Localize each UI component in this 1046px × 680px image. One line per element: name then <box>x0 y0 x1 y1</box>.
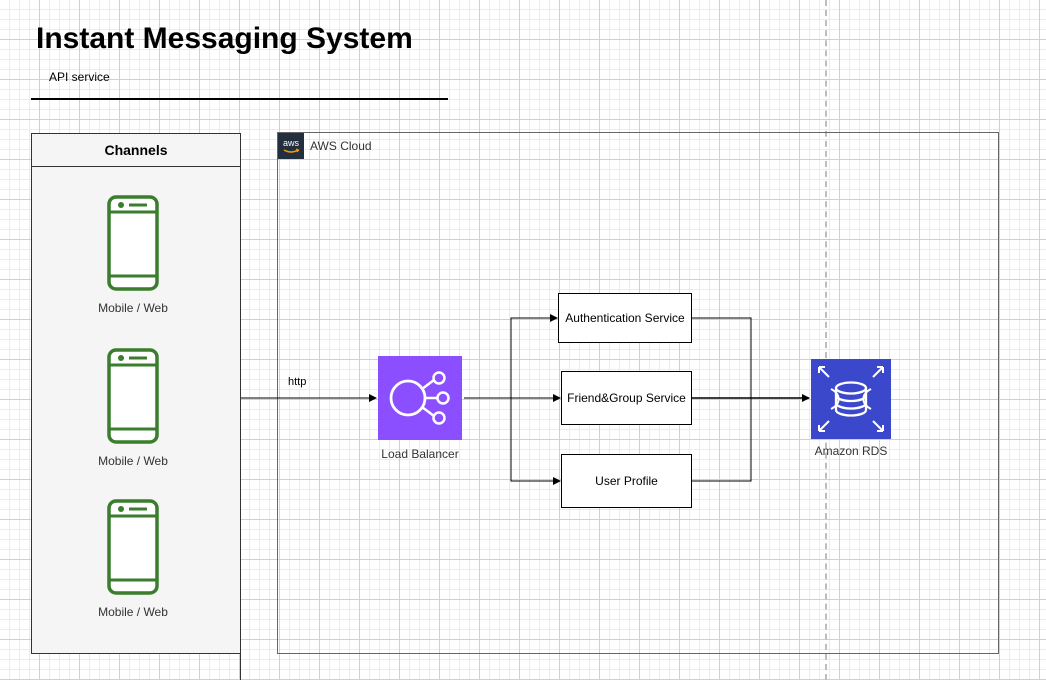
user-profile-service-box[interactable]: User Profile <box>561 454 692 508</box>
aws-cloud-group[interactable] <box>277 132 999 654</box>
aws-badge-text: aws <box>283 138 300 148</box>
elastic-load-balancing-icon[interactable] <box>378 356 462 440</box>
aws-cloud-label: AWS Cloud <box>310 139 372 153</box>
page-title: Instant Messaging System <box>36 22 413 55</box>
auth-to-rds-connector[interactable] <box>692 317 752 398</box>
load-balancer-label: Load Balancer <box>381 447 459 461</box>
friend-group-service-box[interactable]: Friend&Group Service <box>561 371 692 425</box>
device-label: Mobile / Web <box>98 301 168 315</box>
lb-to-auth-connector[interactable] <box>464 314 558 399</box>
smartphone-icon <box>73 195 193 291</box>
aws-logo-icon: aws <box>278 133 304 159</box>
amazon-rds-label: Amazon RDS <box>814 444 888 458</box>
device-label: Mobile / Web <box>98 605 168 619</box>
page-subtitle: API service <box>49 70 110 84</box>
authentication-service-box[interactable]: Authentication Service <box>558 293 692 343</box>
page-guide-line <box>825 0 827 680</box>
smartphone-icon <box>73 499 193 595</box>
channel-device-2[interactable]: Mobile / Web <box>73 348 193 468</box>
http-edge-label: http <box>288 376 307 388</box>
channels-divider-line <box>240 652 241 680</box>
lb-to-profile-connector[interactable] <box>464 397 561 485</box>
channels-header: Channels <box>32 134 240 167</box>
device-label: Mobile / Web <box>98 454 168 468</box>
profile-to-rds-connector[interactable] <box>692 398 752 482</box>
channel-device-1[interactable]: Mobile / Web <box>73 195 193 315</box>
amazon-rds-icon[interactable] <box>811 359 891 439</box>
title-divider <box>31 98 448 100</box>
service-label: User Profile <box>595 474 658 488</box>
service-label: Authentication Service <box>565 311 685 325</box>
service-label: Friend&Group Service <box>567 391 686 405</box>
smartphone-icon <box>73 348 193 444</box>
channel-device-3[interactable]: Mobile / Web <box>73 499 193 619</box>
